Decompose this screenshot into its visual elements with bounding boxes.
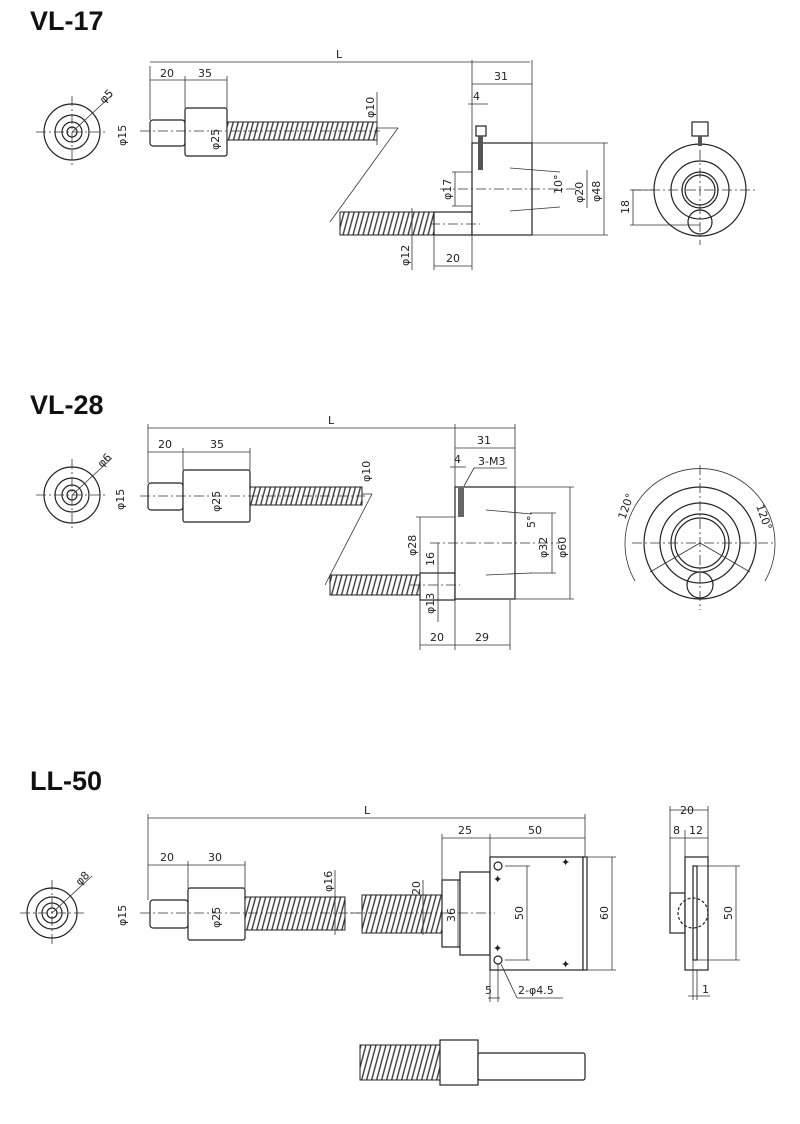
dimension-label: L xyxy=(336,48,343,61)
dimension-label: φ25 xyxy=(210,907,223,928)
dimension-label: 4 xyxy=(473,90,480,103)
dimension-label: φ32 xyxy=(537,537,550,558)
dimension-label: 4 xyxy=(454,453,461,466)
dimension-label: 2-φ4.5 xyxy=(518,984,554,997)
dimension-label: φ25 xyxy=(209,129,222,150)
dimension-label: φ12 xyxy=(399,245,412,266)
dimension-label: 20 xyxy=(160,67,174,80)
dimension-label: 5° xyxy=(525,516,538,529)
dimension-label: 120° xyxy=(616,492,637,521)
dimension-label: φ15 xyxy=(116,125,129,146)
dimension-label: 5 xyxy=(485,984,492,997)
dimension-label: 10° xyxy=(552,175,565,195)
dimension-label: 20 xyxy=(446,252,460,265)
dimension-label: 8 xyxy=(673,824,680,837)
svg-text:✦: ✦ xyxy=(493,942,502,955)
nut-side-view: ✦ ✦ ✦ ✦ 25 50 20 36 50 60 5 2-φ4.5 xyxy=(350,814,616,1002)
dimension-label: 30 xyxy=(208,851,222,864)
dimension-label: 25 xyxy=(458,824,472,837)
dimension-label: φ28 xyxy=(406,535,419,556)
section-vl-17: VL-17 φ5 L 20 35 φ15 φ25 φ10 xyxy=(30,6,755,270)
dimension-label: φ15 xyxy=(116,905,129,926)
dimension-label: 50 xyxy=(528,824,542,837)
dimension-label: φ20 xyxy=(573,182,586,203)
dimension-label: φ15 xyxy=(114,489,127,510)
dimension-label: 31 xyxy=(477,434,491,447)
dimension-label: φ5 xyxy=(97,87,116,106)
svg-text:✦: ✦ xyxy=(561,958,570,971)
dimension-label: 20 xyxy=(410,881,423,895)
dimension-label: φ10 xyxy=(364,97,377,118)
dimension-label: φ10 xyxy=(360,461,373,482)
section-title: LL-50 xyxy=(30,766,102,796)
dimension-label: 29 xyxy=(475,631,489,644)
svg-text:✦: ✦ xyxy=(561,856,570,869)
nut-side-view: 31 4 3-M3 5° φ60 φ32 φ28 16 φ13 20 29 xyxy=(329,424,574,650)
shaft: L 20 35 φ15 φ25 φ10 xyxy=(116,48,530,223)
dimension-label: 12 xyxy=(689,824,703,837)
dimension-label: φ6 xyxy=(95,451,114,470)
section-vl-28: VL-28 φ6 L 20 35 φ15 φ25 φ10 xyxy=(30,390,776,650)
dimension-label: 50 xyxy=(513,906,526,920)
nut-side-view: 31 4 φ48 φ20 10° φ17 φ12 20 xyxy=(339,60,608,270)
end-view-left: φ8 xyxy=(20,869,93,946)
dimension-label: φ60 xyxy=(556,537,569,558)
dimension-label: 50 xyxy=(722,906,735,920)
dimension-label: φ16 xyxy=(322,871,335,892)
shaft: L 20 35 φ15 φ25 φ10 xyxy=(114,414,515,586)
end-view-right: 18 xyxy=(619,121,755,245)
section-title: VL-28 xyxy=(30,390,104,420)
dimension-label: 20 xyxy=(160,851,174,864)
dimension-label: 60 xyxy=(598,906,611,920)
section-title: VL-17 xyxy=(30,6,104,36)
dimension-label: 31 xyxy=(494,70,508,83)
dimension-label: φ8 xyxy=(73,869,92,888)
section-ll-50: LL-50 φ8 L 20 30 φ15 φ25 φ16 xyxy=(20,766,740,1086)
dimension-label: 18 xyxy=(619,200,632,214)
svg-text:✦: ✦ xyxy=(493,873,502,886)
dimension-label: 20 xyxy=(430,631,444,644)
rod-variant-view xyxy=(359,1039,586,1086)
dimension-label: 16 xyxy=(424,552,437,566)
dimension-label: φ17 xyxy=(441,179,454,200)
shaft: L 20 30 φ15 φ25 φ16 xyxy=(116,804,585,941)
dimension-label: φ48 xyxy=(590,181,603,202)
dimension-label: 3-M3 xyxy=(478,455,505,468)
dimension-label: 35 xyxy=(198,67,212,80)
end-view-right: 120° 120° xyxy=(616,465,776,610)
end-view-left: φ6 xyxy=(36,451,114,531)
dimension-label: 120° xyxy=(753,503,774,532)
dimension-label: L xyxy=(328,414,335,427)
dimension-label: 36 xyxy=(445,908,458,922)
end-view-left: φ5 xyxy=(36,87,116,168)
dimension-label: φ25 xyxy=(210,491,223,512)
dimension-label: 20 xyxy=(680,804,694,817)
dimension-label: L xyxy=(364,804,371,817)
dimension-label: 35 xyxy=(210,438,224,451)
nut-end-view: 20 8 12 50 1 xyxy=(669,804,740,1000)
dimension-label: φ13 xyxy=(424,593,437,614)
dimension-label: 20 xyxy=(158,438,172,451)
dimension-label: 1 xyxy=(702,983,709,996)
